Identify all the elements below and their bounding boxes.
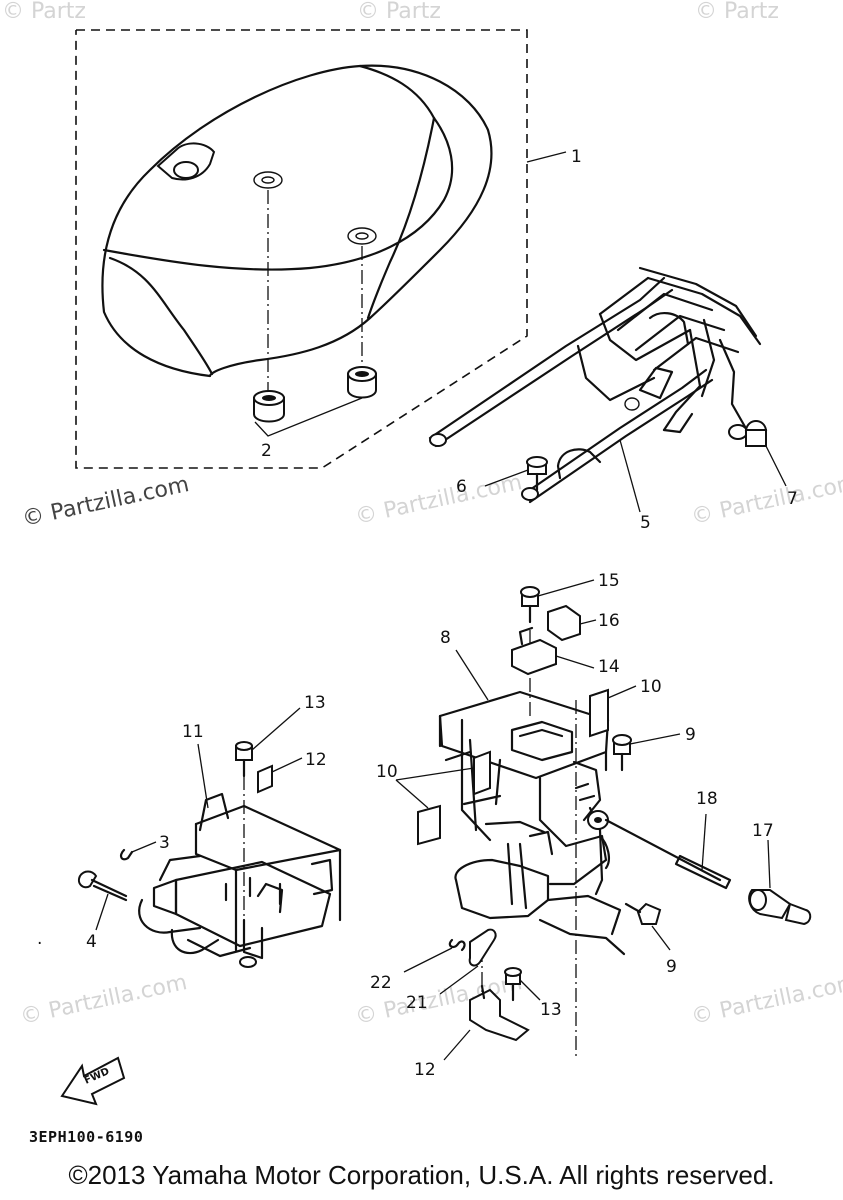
callout-20: 18 bbox=[696, 789, 718, 809]
leader-12 bbox=[271, 757, 303, 773]
plate-16 bbox=[511, 626, 557, 676]
callout-4: 4 bbox=[86, 932, 97, 952]
drawing-code: 3EPH100-6190 bbox=[29, 1128, 144, 1146]
bolt-4 bbox=[78, 870, 128, 902]
leader-9-lower bbox=[651, 925, 671, 951]
leader-10-a bbox=[395, 767, 475, 781]
leader-14 bbox=[443, 1029, 471, 1061]
callout-21: 21 bbox=[406, 993, 428, 1013]
leader-21 bbox=[439, 965, 479, 995]
callout-9-upper: 9 bbox=[685, 725, 696, 745]
watermark-top-right: © Partz bbox=[695, 0, 779, 24]
callout-18: 16 bbox=[598, 611, 620, 631]
leader-15 bbox=[519, 979, 541, 1001]
callout-15: 13 bbox=[540, 1000, 562, 1020]
spring-22 bbox=[448, 938, 466, 952]
bolt-9-upper bbox=[612, 734, 632, 772]
seat-assembly-box bbox=[75, 29, 528, 469]
callout-14: 12 bbox=[414, 1060, 436, 1080]
leader-7 bbox=[765, 445, 787, 487]
bolt-13 bbox=[235, 741, 253, 778]
leader-1 bbox=[526, 151, 567, 163]
leader-22 bbox=[403, 947, 453, 973]
watermark-mid-right: © Partzilla.com bbox=[689, 470, 843, 530]
dot-mark: . bbox=[37, 929, 42, 949]
callout-5: 5 bbox=[640, 513, 651, 533]
leader-17 bbox=[537, 579, 595, 597]
leader-5 bbox=[619, 439, 641, 513]
leader-2 bbox=[254, 397, 363, 437]
leader-8 bbox=[455, 649, 489, 701]
leader-20 bbox=[701, 813, 707, 871]
callout-2: 2 bbox=[261, 441, 272, 461]
leader-18 bbox=[579, 619, 597, 625]
callout-7: 7 bbox=[787, 489, 798, 509]
callout-11: 11 bbox=[182, 722, 204, 742]
copyright-notice: ©2013 Yamaha Motor Corporation, U.S.A. A… bbox=[68, 1160, 775, 1190]
bolt-15 bbox=[504, 967, 522, 1002]
lever-21 bbox=[468, 928, 497, 967]
callout-13: 13 bbox=[304, 693, 326, 713]
watermark-low-right: © Partzilla.com bbox=[689, 970, 843, 1030]
watermark-partzilla: © Partzilla.com bbox=[20, 472, 191, 532]
watermark-top-left: © Partz bbox=[2, 0, 86, 24]
leader-3 bbox=[131, 841, 157, 853]
callout-16: 14 bbox=[598, 657, 620, 677]
leader-4 bbox=[95, 893, 109, 931]
callout-8: 8 bbox=[440, 628, 451, 648]
callout-10-top: 10 bbox=[640, 677, 662, 697]
watermark-mid-center: © Partzilla.com bbox=[353, 470, 524, 530]
pad-10-left bbox=[417, 750, 491, 846]
callout-1: 1 bbox=[571, 147, 582, 167]
lock-19 bbox=[748, 889, 812, 926]
callout-17: 15 bbox=[598, 571, 620, 591]
leader-11 bbox=[197, 743, 209, 809]
watermark-low-left: © Partzilla.com bbox=[18, 970, 189, 1030]
callout-22: 22 bbox=[370, 973, 392, 993]
leader-6 bbox=[484, 469, 529, 487]
callout-9-lower: 9 bbox=[666, 957, 677, 977]
callout-3: 3 bbox=[159, 833, 170, 853]
bolt-17 bbox=[520, 586, 540, 624]
leader-13 bbox=[251, 707, 301, 751]
seat bbox=[101, 64, 493, 392]
pad-12 bbox=[257, 764, 273, 794]
pad-18 bbox=[547, 604, 581, 642]
callout-6: 6 bbox=[456, 477, 467, 497]
leader-9-upper bbox=[629, 733, 681, 745]
leader-19 bbox=[767, 839, 771, 889]
rod-20 bbox=[604, 818, 732, 890]
callout-12: 12 bbox=[305, 750, 327, 770]
clip-3 bbox=[119, 848, 134, 861]
leader-16 bbox=[555, 655, 595, 669]
leader-10-b bbox=[395, 779, 429, 809]
bolt-9-lower bbox=[624, 902, 662, 925]
damper-pair bbox=[253, 366, 377, 423]
bolt-6 bbox=[526, 456, 548, 492]
fwd-arrow: FWD bbox=[60, 1056, 126, 1106]
rear-carrier bbox=[428, 266, 762, 504]
callout-19: 17 bbox=[752, 821, 774, 841]
watermark-top-center: © Partz bbox=[357, 0, 441, 24]
nut-7 bbox=[744, 420, 768, 447]
pad-10-top bbox=[589, 688, 609, 738]
bracket-14 bbox=[469, 984, 530, 1042]
leader-10-top bbox=[607, 685, 637, 699]
callout-10-left: 10 bbox=[376, 762, 398, 782]
bracket-11 bbox=[138, 776, 342, 968]
